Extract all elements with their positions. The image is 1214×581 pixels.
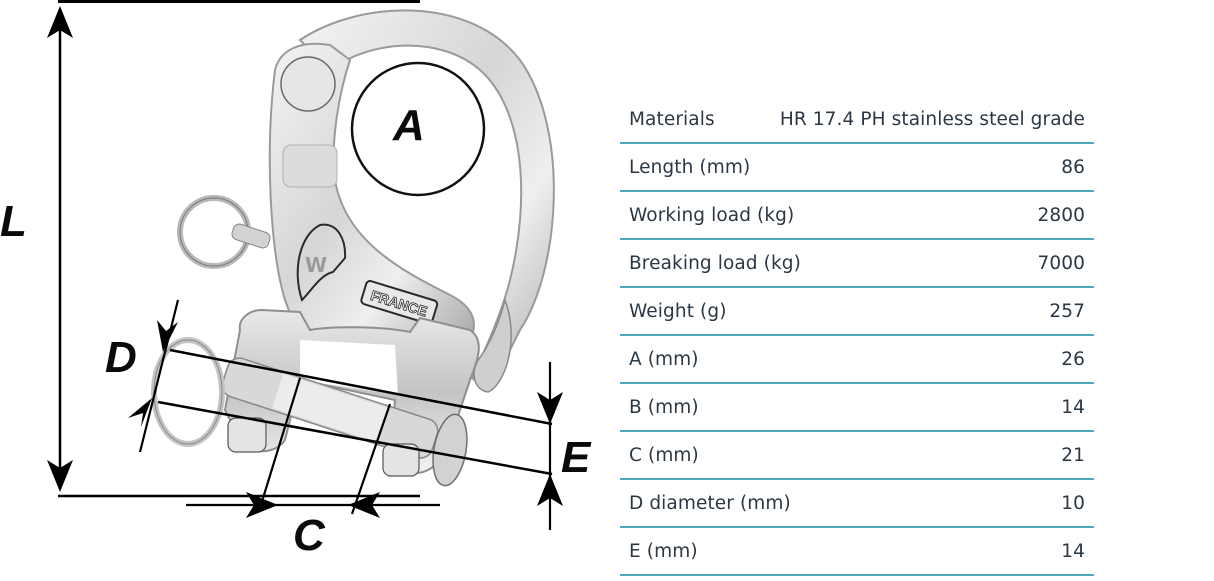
shackle-dimension-diagram: W FRANCE [0, 0, 600, 577]
spec-row-weight: Weight (g) 257 [620, 288, 1094, 336]
spec-label: D diameter (mm) [629, 492, 791, 514]
dimension-label-a: A [393, 101, 425, 150]
spec-row-length: Length (mm) 86 [620, 144, 1094, 192]
spec-label: E (mm) [629, 540, 698, 562]
spec-label: Length (mm) [629, 156, 751, 178]
spec-row-a: A (mm) 26 [620, 336, 1094, 384]
spec-row-materials: Materials HR 17.4 PH stainless steel gra… [620, 96, 1094, 144]
specifications-table: Materials HR 17.4 PH stainless steel gra… [620, 96, 1094, 576]
spec-value: 21 [1061, 444, 1085, 466]
spec-value: 14 [1061, 540, 1085, 562]
spec-value: 2800 [1037, 204, 1085, 226]
dimension-label-d: D [105, 333, 137, 382]
spec-label: C (mm) [629, 444, 699, 466]
spec-label: Materials [629, 108, 715, 130]
spec-value: 14 [1061, 396, 1085, 418]
spec-value: HR 17.4 PH stainless steel grade [779, 108, 1085, 130]
spec-label: Breaking load (kg) [629, 252, 801, 274]
shackle-illustration: W FRANCE [47, 0, 563, 530]
spec-row-d-diameter: D diameter (mm) 10 [620, 480, 1094, 528]
svg-text:W: W [305, 253, 327, 277]
spec-row-c: C (mm) 21 [620, 432, 1094, 480]
spec-row-breaking-load: Breaking load (kg) 7000 [620, 240, 1094, 288]
spec-value: 86 [1061, 156, 1085, 178]
spec-label: Weight (g) [629, 300, 727, 322]
spec-label: A (mm) [629, 348, 699, 370]
spec-row-b: B (mm) 14 [620, 384, 1094, 432]
spec-row-working-load: Working load (kg) 2800 [620, 192, 1094, 240]
spec-value: 26 [1061, 348, 1085, 370]
spec-label: Working load (kg) [629, 204, 795, 226]
spec-value: 7000 [1037, 252, 1085, 274]
dimension-label-c: C [293, 511, 325, 560]
spec-value: 10 [1061, 492, 1085, 514]
spec-label: B (mm) [629, 396, 699, 418]
dimension-label-l: L [0, 197, 27, 246]
spec-row-e: E (mm) 14 [620, 528, 1094, 576]
spec-value: 257 [1049, 300, 1085, 322]
dimension-label-e: E [561, 433, 591, 482]
